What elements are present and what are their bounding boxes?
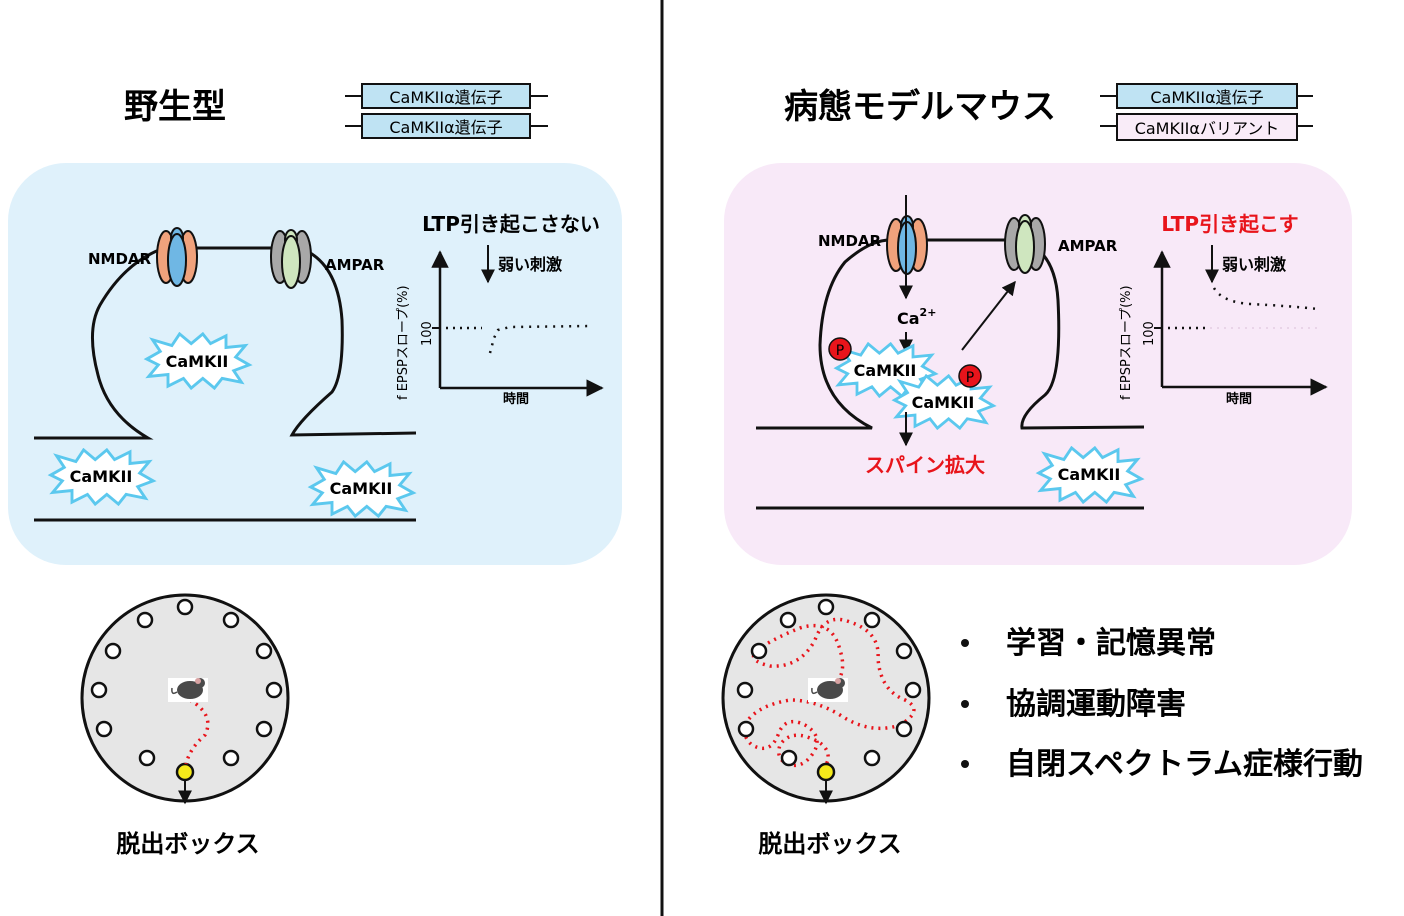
wt-camkii-left-label: CaMKII (70, 467, 133, 486)
wt-stim-label: 弱い刺激 (498, 255, 562, 274)
bullet-icon (961, 760, 969, 768)
wt-y-label: f EPSPスロープ(%) (396, 285, 411, 400)
wt-nmdar-label: NMDAR (88, 250, 152, 268)
model-gene-box-2 (1116, 113, 1298, 141)
model-camkii-dendrite-label: CaMKII (1058, 465, 1121, 484)
model-gene-label-1: CaMKIIα遺伝子 (1150, 88, 1263, 107)
wt-gene-label-1: CaMKIIα遺伝子 (389, 88, 502, 107)
symptom-item: 協調運動障害 (1006, 687, 1186, 722)
model-title: 病態モデルマウス (784, 87, 1056, 127)
model-exit-hole (816, 762, 836, 782)
wt-post-stim-trace (488, 324, 593, 354)
model-post-stim-trace (1212, 287, 1319, 311)
symptom-list: 学習・記憶異常 協調運動障害 自閉スペクトラム症様行動 (961, 626, 1363, 782)
phosphate-icon: P (828, 337, 852, 361)
wt-ampar-channel (270, 229, 312, 289)
wt-maze-holes (90, 598, 283, 767)
wild-type-title: 野生型 (124, 87, 226, 127)
model-ampar-label: AMPAR (1058, 237, 1118, 255)
wt-gene-diagram: CaMKIIα遺伝子 CaMKIIα遺伝子 (345, 83, 548, 139)
wt-nmdar-channel (156, 227, 198, 287)
model-spine-enlarge-label: スパイン拡大 (865, 453, 985, 477)
model-y-label: f EPSPスロープ(%) (1119, 285, 1134, 400)
model-exit-label: 脱出ボックス (758, 830, 901, 858)
wt-gene-box-1 (361, 83, 531, 109)
wt-gene-label-2: CaMKIIα遺伝子 (389, 118, 502, 137)
model-x-label: 時間 (1226, 391, 1252, 407)
wt-mouse-path (184, 698, 210, 765)
model-camkii-a-label: CaMKII (854, 361, 917, 380)
model-synapse-background (724, 163, 1352, 565)
model-camkii-b-label: CaMKII (912, 393, 975, 412)
svg-text:P: P (966, 370, 974, 386)
wt-camkii-spine-label: CaMKII (166, 352, 229, 371)
wt-x-label: 時間 (503, 391, 529, 407)
wt-y-tick: 100 (420, 321, 435, 346)
wt-camkii-right-label: CaMKII (330, 479, 393, 498)
wt-gene-box-2 (361, 113, 531, 139)
model-ltp-label: LTP引き起こす (1161, 212, 1298, 236)
wt-ampar-label: AMPAR (325, 256, 385, 274)
bullet-icon (961, 639, 969, 647)
model-stim-label: 弱い刺激 (1222, 255, 1286, 274)
symptom-item: 自閉スペクトラム症様行動 (1006, 747, 1363, 782)
wt-exit-hole (175, 762, 195, 782)
wt-ltp-label: LTP引き起こさない (422, 212, 600, 236)
wild-type-panel: 野生型 CaMKIIα遺伝子 CaMKIIα遺伝子 NMDAR (8, 83, 622, 858)
model-gene-label-2: CaMKIIαバリアント (1135, 119, 1280, 138)
mouse-icon (168, 678, 208, 702)
wt-exit-label: 脱出ボックス (116, 830, 259, 858)
svg-text:P: P (836, 343, 844, 359)
model-y-tick: 100 (1142, 321, 1157, 346)
model-camkii-to-ampar-arrow (961, 280, 1016, 351)
bullet-icon (961, 700, 969, 708)
model-gene-diagram: CaMKIIα遺伝子 CaMKIIαバリアント (1100, 83, 1313, 141)
phosphate-icon: P (958, 364, 982, 388)
model-mouse-panel: 病態モデルマウス CaMKIIα遺伝子 CaMKIIαバリアント NMDAR (721, 83, 1363, 858)
model-nmdar-label: NMDAR (818, 232, 882, 250)
model-ca-label: Ca2+ (897, 306, 936, 328)
model-spine-membrane (756, 238, 1145, 430)
model-ampar-channel (1004, 214, 1046, 274)
symptom-item: 学習・記憶異常 (1006, 626, 1216, 661)
model-maze-holes (736, 598, 922, 767)
mouse-icon (808, 678, 848, 702)
model-gene-box-1 (1116, 83, 1298, 109)
